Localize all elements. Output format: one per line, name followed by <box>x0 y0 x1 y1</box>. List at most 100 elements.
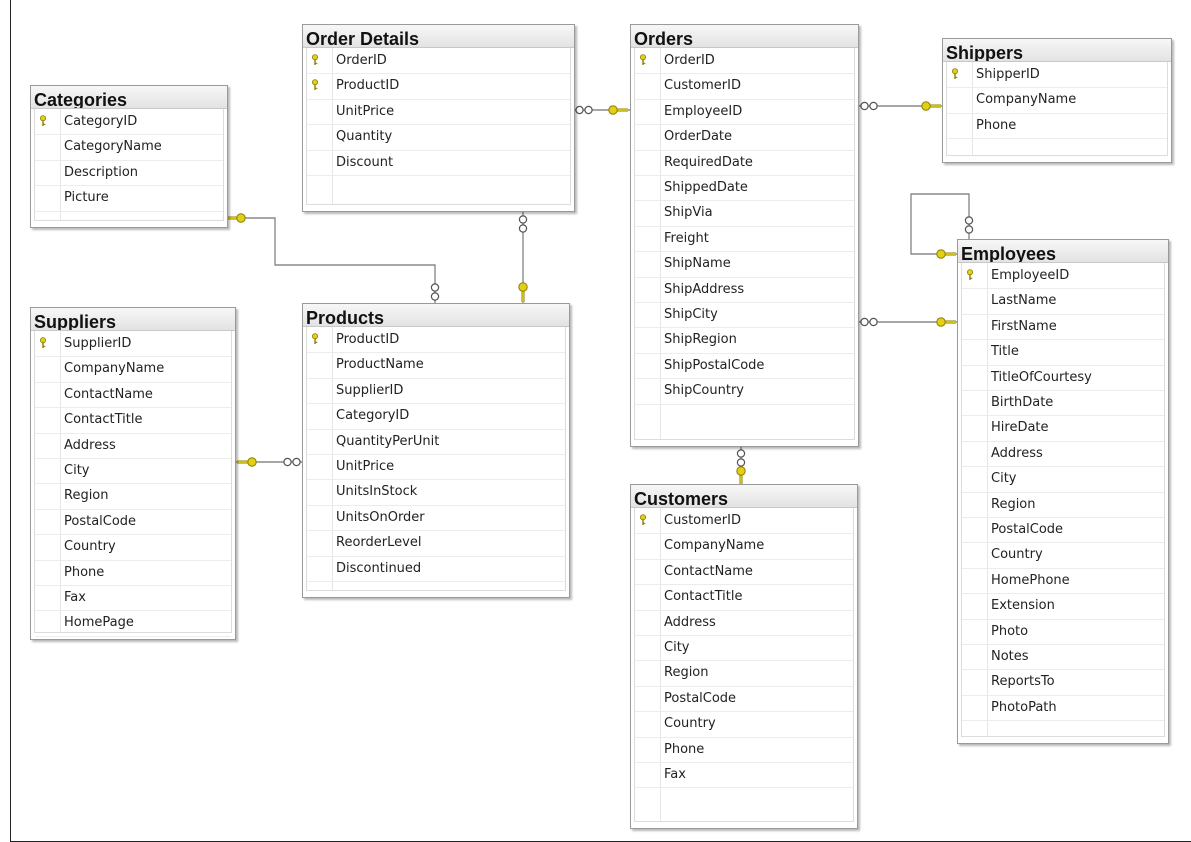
column-row[interactable]: Phone <box>947 113 1167 140</box>
column-row[interactable]: Discount <box>307 150 570 176</box>
column-row[interactable]: ShipName <box>635 251 854 278</box>
table-title[interactable]: Orders <box>631 25 858 48</box>
column-row[interactable]: PhotoPath <box>962 695 1164 722</box>
column-row[interactable]: City <box>635 635 853 662</box>
column-row[interactable]: OrderDate <box>635 124 854 151</box>
column-row[interactable]: Freight <box>635 226 854 253</box>
column-row[interactable]: Address <box>35 433 231 459</box>
column-row[interactable]: ProductName <box>307 352 565 379</box>
column-row[interactable]: UnitsInStock <box>307 479 565 506</box>
column-row[interactable]: City <box>962 466 1164 493</box>
column-row[interactable]: ProductID <box>307 73 570 100</box>
column-row[interactable]: CategoryID <box>307 403 565 430</box>
column-name: Phone <box>976 117 1017 133</box>
column-row[interactable]: ShipPostalCode <box>635 353 854 380</box>
column-row[interactable]: Extension <box>962 593 1164 620</box>
column-row[interactable]: HireDate <box>962 415 1164 442</box>
column-row[interactable]: RequiredDate <box>635 150 854 176</box>
column-row[interactable]: ContactName <box>635 559 853 586</box>
column-row[interactable]: ReorderLevel <box>307 530 565 557</box>
column-row[interactable]: Quantity <box>307 124 570 151</box>
column-row[interactable]: OrderID <box>635 48 854 75</box>
column-row[interactable]: SupplierID <box>307 378 565 405</box>
column-row[interactable]: ShipperID <box>947 62 1167 89</box>
column-row[interactable]: UnitPrice <box>307 454 565 481</box>
column-row[interactable]: Notes <box>962 644 1164 671</box>
column-row[interactable]: FirstName <box>962 314 1164 341</box>
column-row[interactable]: TitleOfCourtesy <box>962 365 1164 391</box>
column-row[interactable]: Photo <box>962 619 1164 645</box>
column-row[interactable]: ShippedDate <box>635 175 854 202</box>
table-title[interactable]: Categories <box>31 86 227 109</box>
column-row[interactable]: ShipCountry <box>635 378 854 405</box>
column-row[interactable]: Fax <box>35 585 231 612</box>
column-row[interactable]: CompanyName <box>635 533 853 560</box>
column-row[interactable]: Phone <box>635 737 853 763</box>
relationship-employees-self[interactable] <box>910 193 970 255</box>
column-row[interactable]: Fax <box>635 762 853 789</box>
column-row[interactable]: BirthDate <box>962 390 1164 417</box>
table-title[interactable]: Products <box>303 304 569 327</box>
column-row[interactable]: Region <box>635 660 853 687</box>
table-title[interactable]: Shippers <box>943 39 1171 62</box>
column-row[interactable]: CategoryID <box>35 109 223 136</box>
column-row[interactable]: Phone <box>35 560 231 586</box>
column-row[interactable]: Address <box>962 441 1164 468</box>
column-row[interactable]: Picture <box>35 185 223 212</box>
column-row[interactable]: Title <box>962 339 1164 366</box>
column-row[interactable]: HomePage <box>35 610 231 637</box>
column-row[interactable]: CustomerID <box>635 73 854 100</box>
column-row[interactable]: ProductID <box>307 327 565 354</box>
column-row[interactable]: EmployeeID <box>962 263 1164 290</box>
column-row[interactable]: City <box>35 458 231 485</box>
column-row[interactable]: CompanyName <box>947 87 1167 114</box>
column-row[interactable]: Discontinued <box>307 556 565 582</box>
column-row[interactable]: UnitPrice <box>307 99 570 126</box>
column-row[interactable]: ReportsTo <box>962 669 1164 696</box>
table-title[interactable]: Employees <box>958 240 1168 263</box>
column-row[interactable]: PostalCode <box>962 517 1164 544</box>
column-row[interactable]: HomePhone <box>962 568 1164 595</box>
column-row[interactable]: Description <box>35 160 223 187</box>
table-title[interactable]: Suppliers <box>31 308 235 331</box>
column-row[interactable]: ShipRegion <box>635 327 854 354</box>
column-row[interactable]: Country <box>635 711 853 738</box>
column-row[interactable]: PostalCode <box>35 509 231 536</box>
column-row[interactable]: Region <box>962 492 1164 518</box>
column-row[interactable]: Address <box>635 610 853 636</box>
column-row[interactable]: Country <box>35 534 231 561</box>
column-row[interactable]: QuantityPerUnit <box>307 429 565 455</box>
column-row[interactable]: CategoryName <box>35 134 223 161</box>
column-row[interactable]: Country <box>962 542 1164 569</box>
column-row[interactable]: ContactName <box>35 382 231 409</box>
column-row[interactable]: SupplierID <box>35 331 231 358</box>
relationship-categories-products[interactable] <box>228 217 436 303</box>
column-row[interactable]: OrderID <box>307 48 570 75</box>
table-title[interactable]: Order Details <box>303 25 574 48</box>
column-row[interactable]: CustomerID <box>635 508 853 535</box>
column-row[interactable]: LastName <box>962 288 1164 315</box>
column-row[interactable]: CompanyName <box>35 356 231 383</box>
column-row[interactable]: PostalCode <box>635 686 853 713</box>
column-row[interactable]: Region <box>35 483 231 510</box>
column-row[interactable]: ContactTitle <box>635 584 853 611</box>
column-row[interactable]: ShipVia <box>635 200 854 227</box>
column-row[interactable]: ContactTitle <box>35 407 231 434</box>
one-end-key-icon <box>226 213 246 223</box>
column-row[interactable]: ShipCity <box>635 302 854 329</box>
table-title[interactable]: Customers <box>631 485 857 508</box>
column-row[interactable]: EmployeeID <box>635 99 854 126</box>
column-row[interactable]: ShipAddress <box>635 277 854 303</box>
column-row[interactable]: UnitsOnOrder <box>307 505 565 532</box>
column-name: ShipCountry <box>664 383 744 399</box>
